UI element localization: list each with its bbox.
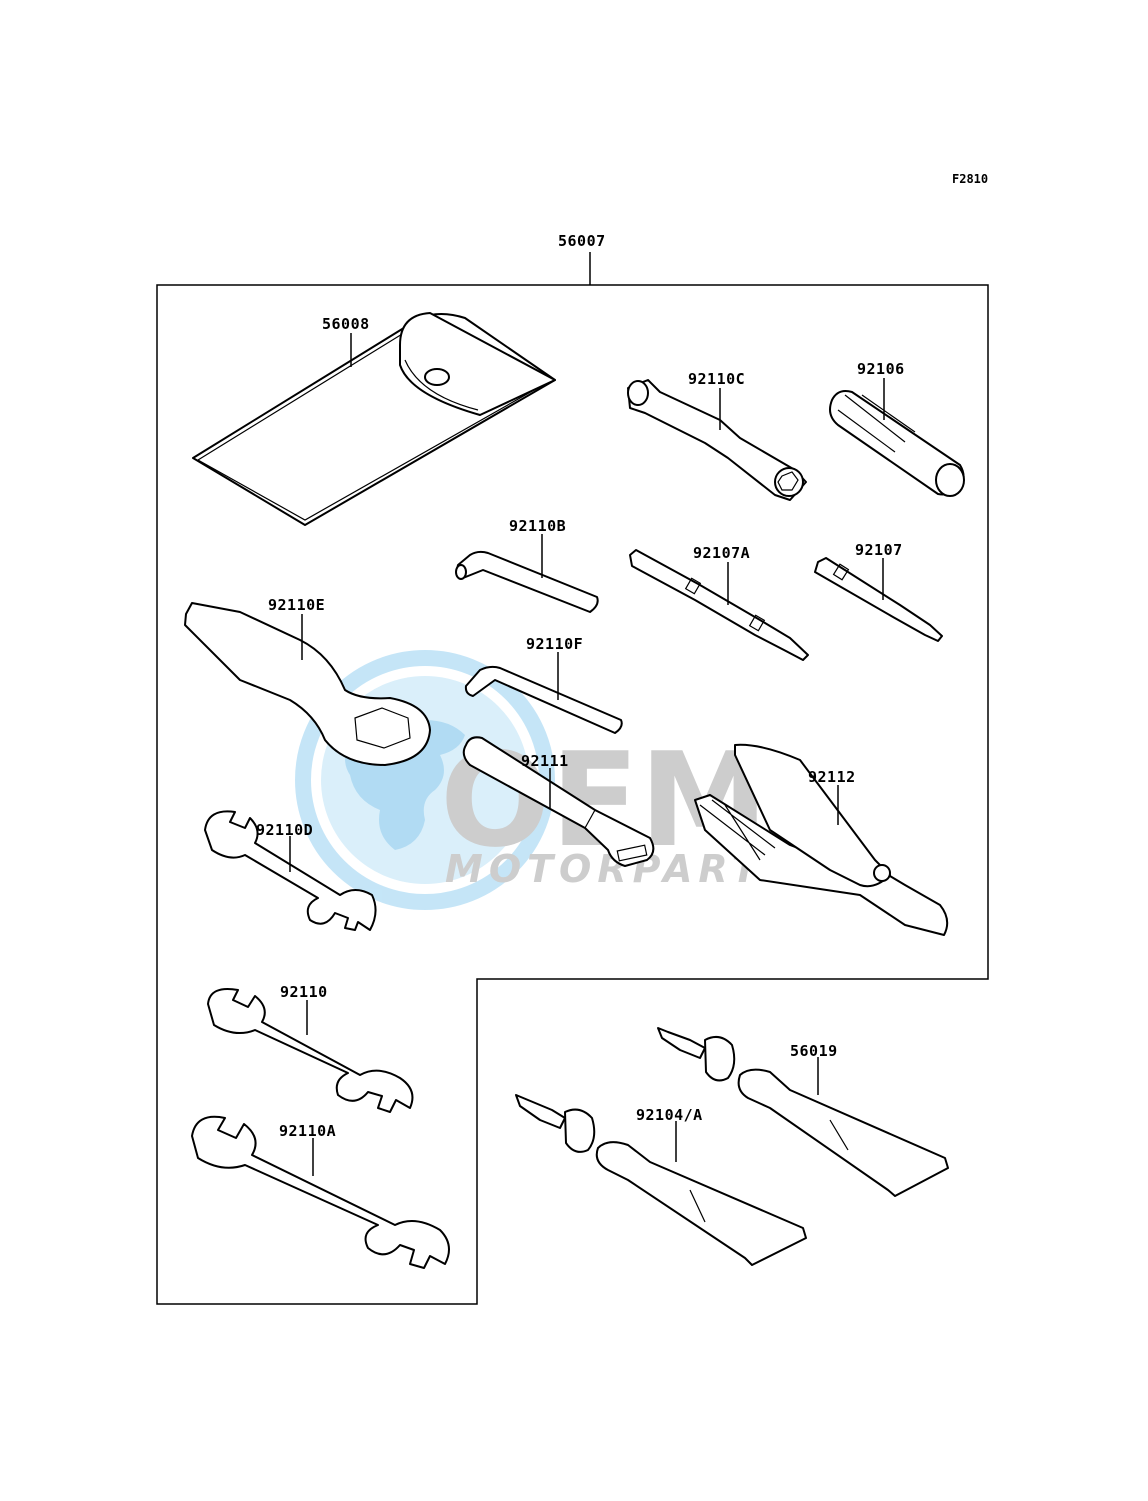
- label-56008: 56008: [322, 315, 370, 333]
- part-92110A-open-wrench[interactable]: 92110A: [191, 1115, 450, 1269]
- part-92110E-ring-wrench[interactable]: 92110E: [184, 596, 431, 766]
- part-92110B-hex-key[interactable]: 92110B: [455, 517, 599, 613]
- label-92110D: 92110D: [256, 821, 313, 839]
- label-92107: 92107: [855, 541, 903, 559]
- assembly-label: 56007: [558, 232, 606, 250]
- part-92110D-open-wrench[interactable]: 92110D: [204, 810, 377, 931]
- label-92110A: 92110A: [279, 1122, 336, 1140]
- part-92104A-tube[interactable]: 92104/A: [515, 1094, 807, 1266]
- part-92110F-hex-key[interactable]: 92110F: [464, 635, 623, 734]
- part-92107-screwdriver[interactable]: 92107: [814, 541, 943, 642]
- figure-code: F2810: [952, 172, 988, 186]
- label-92110E: 92110E: [268, 596, 325, 614]
- label-92110F: 92110F: [526, 635, 583, 653]
- label-56019: 56019: [790, 1042, 838, 1060]
- label-92104A: 92104/A: [636, 1106, 703, 1124]
- part-92112-pliers[interactable]: 92112: [694, 743, 949, 936]
- part-92110C-socket[interactable]: 92110C: [627, 370, 807, 501]
- part-92107A-screwdriver[interactable]: 92107A: [629, 544, 809, 661]
- label-92111: 92111: [521, 752, 569, 770]
- label-92106: 92106: [857, 360, 905, 378]
- label-92110C: 92110C: [688, 370, 745, 388]
- part-56008-tool-bag[interactable]: 56008: [192, 312, 556, 526]
- part-92111-bar[interactable]: 92111: [462, 736, 655, 867]
- part-92110-open-wrench[interactable]: 92110: [207, 983, 414, 1113]
- label-92112: 92112: [808, 768, 856, 786]
- label-92107A: 92107A: [693, 544, 750, 562]
- part-92106-handle[interactable]: 92106: [829, 360, 965, 497]
- label-92110: 92110: [280, 983, 328, 1001]
- part-56019-tube[interactable]: 56019: [657, 1027, 949, 1197]
- label-92110B: 92110B: [509, 517, 566, 535]
- assembly-frame: [156, 284, 989, 1305]
